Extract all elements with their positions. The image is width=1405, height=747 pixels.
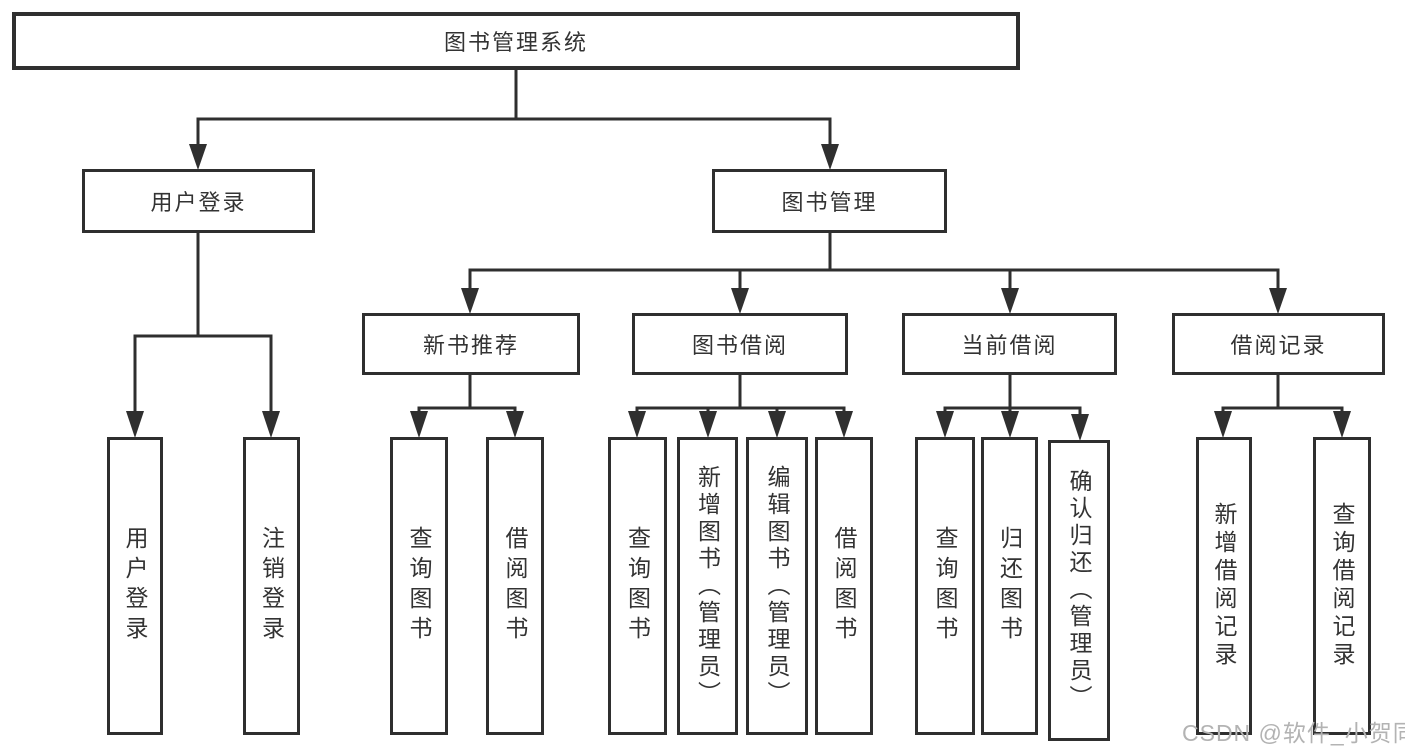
leaf-borrow-books-borrowing: 借阅图书 [815,437,873,735]
arrowhead-icon [262,411,280,438]
arrowhead-icon [1269,288,1287,314]
connector-userlogin-to-leaves [133,233,273,418]
leaf-user-login: 用户登录 [107,437,163,735]
node-label: 图书管理系统 [443,30,588,55]
leaf-label: 用户登录 [122,526,148,646]
arrowhead-icon [189,144,207,170]
arrowhead-icon [936,411,954,438]
node-book-borrowing: 图书借阅 [632,313,848,375]
arrowhead-icon [835,411,853,438]
arrowhead-icon [731,288,749,314]
node-new-book-recommendation: 新书推荐 [362,313,580,375]
connector-borrowing-to-leaves [635,375,846,420]
leaf-label: 借阅图书 [831,526,857,646]
leaf-label: 查询图书 [932,526,958,646]
node-label: 图书管理 [781,190,878,215]
leaf-label: 借阅图书 [502,526,528,646]
arrowhead-icon [699,411,717,438]
connector-records-to-leaves [1221,375,1344,420]
arrowhead-icon [1001,411,1019,438]
node-user-login: 用户登录 [82,169,315,233]
arrowhead-icon [1333,411,1351,438]
connector-newbook-to-leaves [417,375,517,420]
node-label: 新书推荐 [422,333,519,358]
leaf-add-borrow-record: 新增借阅记录 [1196,437,1252,735]
node-current-borrowing: 当前借阅 [902,313,1117,375]
leaf-logout-login: 注销登录 [243,437,300,735]
node-label: 当前借阅 [961,333,1058,358]
arrowhead-icon [768,411,786,438]
node-label: 借阅记录 [1230,333,1327,358]
arrowhead-icon [126,411,144,438]
leaf-label: 新增借阅记录 [1211,502,1237,670]
arrowhead-icon [628,411,646,438]
node-label: 用户登录 [150,190,247,215]
node-label: 图书借阅 [691,333,788,358]
leaf-query-books-recommend: 查询图书 [390,437,448,735]
arrowhead-icon [1214,411,1232,438]
leaf-label: 新增图书（管理员） [694,464,721,708]
leaf-return-books: 归还图书 [981,437,1038,735]
leaf-confirm-return-admin: 确认归还（管理员） [1048,440,1110,741]
connector-bookmgmt-to-level3 [468,232,1280,295]
node-library-management-system: 图书管理系统 [12,12,1020,70]
leaf-label: 查询图书 [406,526,432,646]
arrowhead-icon [461,288,479,314]
leaf-add-books-admin: 新增图书（管理员） [677,437,738,735]
arrowhead-icon [821,144,839,170]
leaf-query-books-borrowing: 查询图书 [608,437,667,735]
leaf-edit-books-admin: 编辑图书（管理员） [746,437,808,735]
arrowheads [126,144,1351,441]
node-book-management: 图书管理 [712,169,947,233]
leaf-label: 归还图书 [996,526,1023,646]
leaf-label: 查询借阅记录 [1329,502,1355,670]
leaf-label: 确认归还（管理员） [1066,469,1092,712]
leaf-label: 编辑图书（管理员） [764,464,790,708]
connector-root-to-level2 [196,70,832,150]
leaf-query-borrow-record: 查询借阅记录 [1313,437,1371,735]
leaf-borrow-books-recommend: 借阅图书 [486,437,544,735]
arrowhead-icon [1071,414,1089,441]
csdn-watermark: CSDN @软件_小贺同学 [1182,720,1405,746]
arrowhead-icon [506,411,524,438]
leaf-label: 查询图书 [624,526,651,646]
node-borrowing-records: 借阅记录 [1172,313,1385,375]
arrowhead-icon [1001,288,1019,314]
leaf-label: 注销登录 [258,526,285,646]
leaf-query-books-current: 查询图书 [915,437,975,735]
arrowhead-icon [410,411,428,438]
